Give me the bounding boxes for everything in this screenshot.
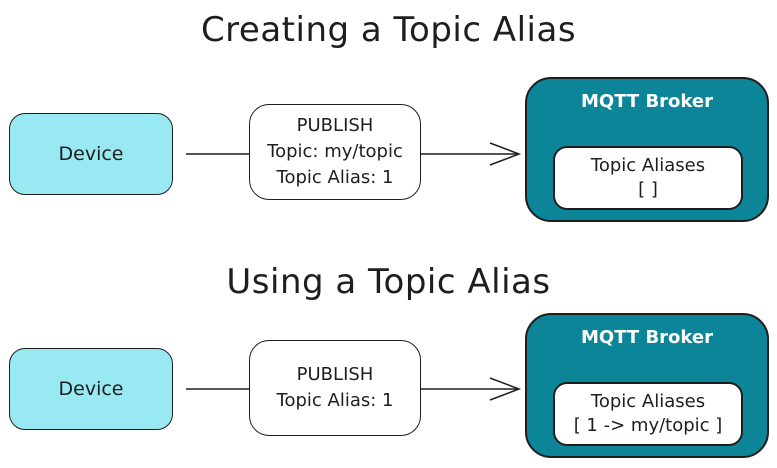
- topic-aliases-box-2: Topic Aliases [ 1 -> my/topic ]: [553, 382, 743, 446]
- aliases-title: Topic Aliases: [590, 155, 706, 176]
- device-box-1: Device: [9, 113, 173, 195]
- aliases-title: Topic Aliases: [590, 391, 706, 412]
- broker-label: MQTT Broker: [581, 327, 713, 348]
- mqtt-broker-box-2: MQTT Broker Topic Aliases [ 1 -> my/topi…: [525, 313, 769, 458]
- topic-aliases-box-1: Topic Aliases [ ]: [553, 146, 743, 210]
- aliases-value: [ ]: [638, 179, 658, 200]
- publish-header: PUBLISH: [296, 364, 374, 385]
- section-title-using: Using a Topic Alias: [226, 262, 551, 302]
- publish-alias-line: Topic Alias: 1: [276, 167, 394, 188]
- device-label: Device: [58, 378, 124, 400]
- mqtt-broker-box-1: MQTT Broker Topic Aliases [ ]: [525, 77, 769, 222]
- broker-label: MQTT Broker: [581, 91, 713, 112]
- publish-topic-line: Topic: my/topic: [267, 141, 403, 162]
- arrowhead-icon: [489, 142, 522, 166]
- device-box-2: Device: [9, 348, 173, 430]
- publish-message-box-1: PUBLISH Topic: my/topic Topic Alias: 1: [249, 104, 421, 200]
- aliases-value: [ 1 -> my/topic ]: [573, 415, 723, 436]
- arrowhead-icon: [489, 377, 522, 401]
- section-title-creating: Creating a Topic Alias: [200, 10, 577, 50]
- device-label: Device: [58, 143, 124, 165]
- publish-header: PUBLISH: [296, 115, 374, 136]
- publish-message-box-2: PUBLISH Topic Alias: 1: [249, 340, 421, 436]
- publish-alias-line: Topic Alias: 1: [276, 390, 394, 411]
